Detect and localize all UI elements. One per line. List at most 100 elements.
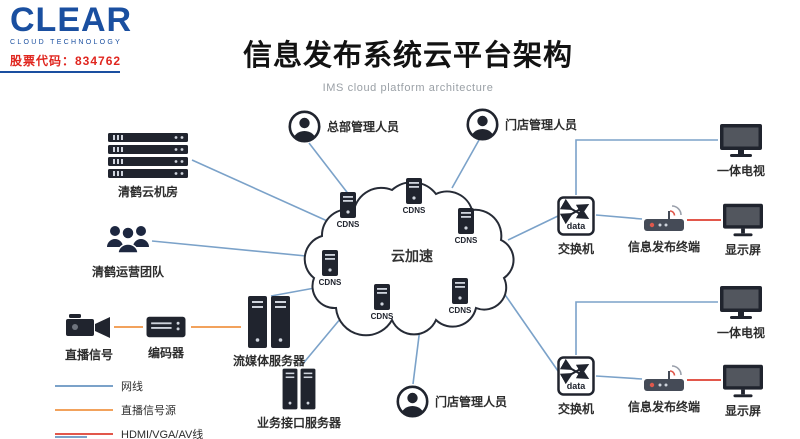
line-switch-tv-top bbox=[575, 139, 718, 195]
store-admin-bottom-label: 门店管理人员 bbox=[435, 395, 508, 409]
display-monitor-icon bbox=[723, 364, 763, 398]
cdns-label: CDNS bbox=[318, 278, 342, 287]
display-monitor-icon bbox=[723, 203, 763, 237]
cdns-server-icon bbox=[374, 284, 390, 310]
switch-bottom-label: 交换机 bbox=[557, 402, 594, 416]
cdns-label: CDNS bbox=[448, 306, 472, 315]
node-tv-bottom: 一体电视 bbox=[716, 286, 766, 341]
cropped-legend-line bbox=[55, 436, 87, 438]
node-live-signal: 直播信号 bbox=[58, 312, 120, 363]
line-cloud-switch-top bbox=[507, 215, 559, 241]
node-encoder: 编码器 bbox=[140, 314, 192, 361]
cdns-server-icon bbox=[340, 192, 356, 218]
line-cloud-switch-bottom bbox=[500, 288, 559, 372]
cdns-server-icon bbox=[322, 250, 338, 276]
live-signal-line-swatch bbox=[55, 409, 113, 411]
node-tv-top: 一体电视 bbox=[716, 124, 766, 179]
cdns-label: CDNS bbox=[370, 312, 394, 321]
cdns-label: CDNS bbox=[336, 220, 360, 229]
line-storeadmin-bottom-cloud bbox=[412, 327, 421, 385]
legend-item-network: 网线 bbox=[55, 378, 203, 394]
business-server-icon bbox=[282, 368, 316, 410]
streaming-server-label: 流媒体服务器 bbox=[232, 354, 305, 368]
node-store-admin-top: 门店管理人员 bbox=[466, 108, 577, 141]
cdns-server-icon bbox=[458, 208, 474, 234]
logo-tagline: CLOUD TECHNOLOGY bbox=[10, 39, 123, 46]
cdns-node: CDNS bbox=[332, 192, 364, 229]
cdns-node: CDNS bbox=[314, 250, 346, 287]
line-business-cloud bbox=[300, 311, 347, 367]
hdmi-line-swatch bbox=[55, 433, 113, 435]
network-line-swatch bbox=[55, 385, 113, 387]
cdns-node: CDNS bbox=[366, 284, 398, 321]
store-admin-top-label: 门店管理人员 bbox=[505, 118, 578, 132]
node-ops-team: 清鹤运营团队 bbox=[85, 221, 171, 280]
legend-label-live-signal: 直播信号源 bbox=[121, 405, 176, 417]
logo-block: CLEAR CLOUD TECHNOLOGY 股票代码：834762 bbox=[10, 3, 132, 69]
cdns-server-icon bbox=[452, 278, 468, 304]
hq-admin-label: 总部管理人员 bbox=[327, 120, 400, 134]
publish-terminal-icon bbox=[644, 205, 684, 231]
server-room-label: 清鹤云机房 bbox=[117, 185, 178, 199]
switch-data-label: data bbox=[567, 221, 587, 231]
line-switch-tv-bottom bbox=[575, 301, 718, 355]
line-storeadmin-top-cloud bbox=[451, 139, 480, 189]
node-display-bottom: 显示屏 bbox=[720, 364, 766, 419]
legend-item-live-signal: 直播信号源 bbox=[55, 402, 203, 418]
video-camera-icon bbox=[66, 314, 110, 338]
tv-top-label: 一体电视 bbox=[716, 164, 765, 178]
terminal-top-label: 信息发布终端 bbox=[627, 240, 700, 254]
person-icon bbox=[466, 108, 499, 141]
node-streaming-server: 流媒体服务器 bbox=[224, 296, 314, 369]
line-hqadmin-cloud bbox=[308, 142, 354, 201]
person-icon bbox=[396, 385, 429, 418]
node-business-server: 业务接口服务器 bbox=[253, 368, 345, 431]
tv-monitor-icon bbox=[720, 286, 762, 319]
publish-terminal-icon bbox=[644, 365, 684, 391]
node-terminal-bottom: 信息发布终端 bbox=[622, 362, 706, 415]
node-switch-top: data 交换机 bbox=[548, 196, 604, 257]
encoder-icon bbox=[146, 316, 186, 338]
node-display-top: 显示屏 bbox=[720, 203, 766, 258]
legend: 网线 直播信号源 HDMI/VGA/AV线 bbox=[55, 378, 203, 439]
switch-icon: data bbox=[557, 196, 595, 236]
line-switch-terminal-bottom bbox=[595, 375, 643, 380]
server-rack-icon bbox=[108, 133, 188, 178]
stock-code: 股票代码：834762 bbox=[10, 54, 122, 68]
cloud-label: 云加速 bbox=[391, 248, 433, 264]
line-switch-terminal-top bbox=[595, 214, 643, 220]
display-bottom-label: 显示屏 bbox=[724, 404, 761, 418]
node-store-admin-bottom: 门店管理人员 bbox=[396, 385, 507, 418]
display-top-label: 显示屏 bbox=[724, 243, 761, 257]
tv-bottom-label: 一体电视 bbox=[716, 326, 765, 340]
node-terminal-top: 信息发布终端 bbox=[622, 202, 706, 255]
line-serverroom-cloud bbox=[191, 159, 335, 225]
cdns-node: CDNS bbox=[450, 208, 482, 245]
page-title: 信息发布系统云平台架构 bbox=[242, 40, 573, 72]
cdns-server-icon bbox=[406, 178, 422, 204]
cdns-node: CDNS bbox=[444, 278, 476, 315]
streaming-server-icon bbox=[248, 296, 290, 348]
business-server-label: 业务接口服务器 bbox=[256, 416, 341, 430]
cdns-label: CDNS bbox=[402, 206, 426, 215]
ops-team-label: 清鹤运营团队 bbox=[91, 265, 164, 279]
logo-text: CLEAR bbox=[10, 1, 133, 39]
node-switch-bottom: data 交换机 bbox=[548, 356, 604, 417]
cdns-label: CDNS bbox=[454, 236, 478, 245]
node-server-room: 清鹤云机房 bbox=[104, 133, 192, 200]
team-people-icon bbox=[107, 226, 149, 254]
page-subtitle: IMS cloud platform architecture bbox=[322, 82, 494, 94]
switch-data-label: data bbox=[567, 381, 587, 391]
legend-label-network: 网线 bbox=[121, 381, 143, 393]
terminal-bottom-label: 信息发布终端 bbox=[627, 400, 700, 414]
tv-monitor-icon bbox=[720, 124, 762, 157]
legend-item-hdmi: HDMI/VGA/AV线 bbox=[55, 426, 203, 439]
node-hq-admin: 总部管理人员 bbox=[288, 110, 399, 143]
logo-underline bbox=[0, 71, 120, 73]
line-opsteam-cloud bbox=[151, 240, 307, 257]
live-signal-label: 直播信号 bbox=[64, 348, 113, 362]
cdns-node: CDNS bbox=[398, 178, 430, 215]
person-icon bbox=[288, 110, 321, 143]
